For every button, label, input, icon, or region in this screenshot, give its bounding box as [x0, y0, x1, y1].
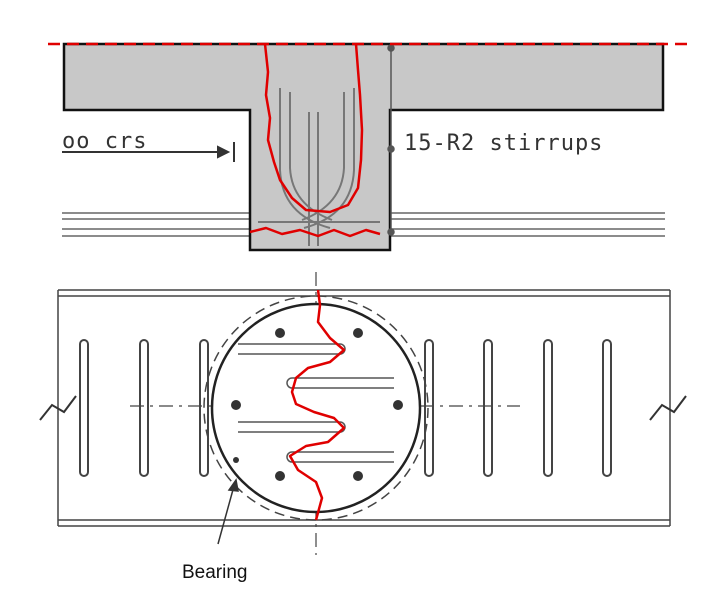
plan-outline	[57, 289, 671, 527]
spacing-arrow	[62, 142, 235, 162]
bearing-label: Bearing	[182, 562, 248, 583]
crack-path-plan	[288, 289, 346, 521]
anchor-bolts	[231, 328, 403, 481]
stirrup-spacing-label: oo crs	[62, 129, 147, 154]
bearing-circle	[210, 302, 422, 514]
bearing-outer-circle	[203, 295, 429, 521]
stirrup-slots	[79, 339, 612, 477]
bearing-leader	[217, 478, 239, 545]
t-beam-section	[62, 42, 665, 252]
hooked-bars	[258, 88, 380, 246]
break-symbols	[39, 395, 687, 421]
plan-view: Bearing	[39, 272, 687, 583]
section-view: oo crs 15-R2 stirrups	[48, 42, 690, 252]
dimension-line	[387, 44, 395, 236]
stirrups-label: 15-R2 stirrups	[404, 131, 603, 156]
crack-path-section	[249, 43, 381, 238]
